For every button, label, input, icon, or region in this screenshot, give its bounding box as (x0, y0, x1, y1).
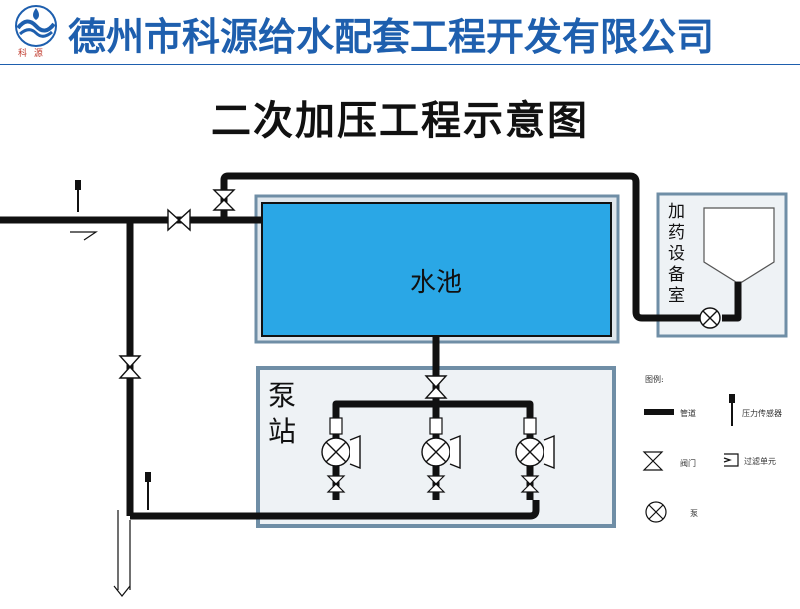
valve-icon (118, 189, 448, 399)
legend-filter-label: 过滤单元 (744, 457, 776, 466)
legend-pump-label: 泵 (690, 509, 698, 518)
page-header: 科 源 德州市科源给水配套工程开发有限公司 (0, 0, 800, 65)
legend-valve-label: 阀门 (680, 459, 696, 468)
diagram-title: 二次加压工程示意图 (211, 98, 589, 144)
legend-pipe-label: 管道 (680, 409, 696, 418)
pump-station-label: 泵站 (268, 379, 297, 448)
pool-label: 水池 (410, 268, 463, 298)
company-name: 德州市科源给水配套工程开发有限公司 (68, 14, 715, 59)
legend (642, 394, 739, 523)
legend-sensor-label: 压力传感器 (742, 409, 782, 418)
thin-pipes (70, 231, 131, 597)
legend-title: 图例: (645, 375, 664, 384)
pressure-sensor-icon (77, 184, 149, 510)
dosing-room-label: 加药设备室 (668, 202, 685, 306)
company-logo (15, 5, 57, 47)
header-divider (0, 64, 800, 65)
pump-icon (321, 307, 721, 470)
logo-text: 科 源 (18, 49, 45, 59)
dosing-room-box (656, 192, 788, 338)
